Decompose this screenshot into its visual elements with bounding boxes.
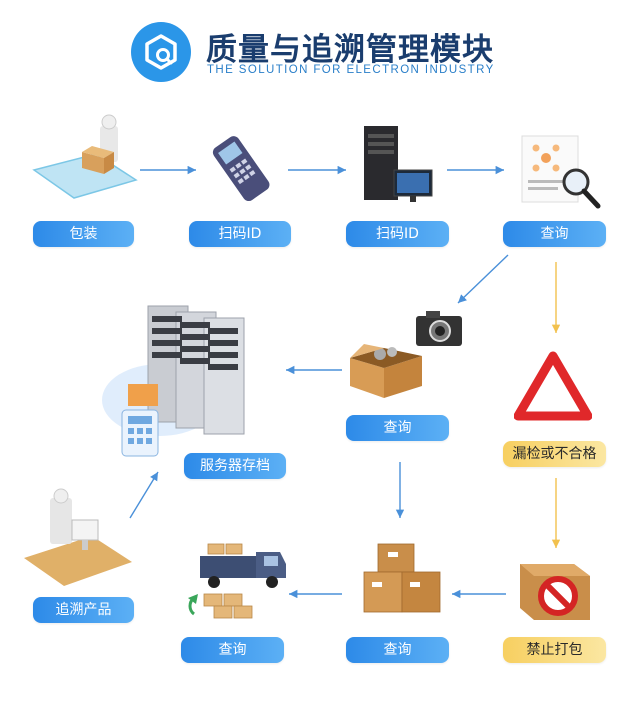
step-missing-or-unqualified: 漏检或不合格 (503, 441, 606, 467)
step-query-bottom-left: 查询 (181, 637, 284, 663)
delivery-truck-icon (180, 538, 290, 624)
forbidden-box-icon (514, 554, 596, 630)
step-trace-product: 追溯产品 (33, 597, 134, 623)
packing-worker-icon (30, 112, 140, 216)
step-forbid-pack: 禁止打包 (503, 637, 606, 663)
camera-icon (412, 306, 468, 354)
step-server-archive: 服务器存档 (184, 453, 286, 479)
arrow-trace-to-server (129, 471, 159, 519)
step-scan-id-1: 扫码ID (189, 221, 291, 247)
document-magnifier-icon (518, 132, 604, 216)
stacked-boxes-icon (360, 540, 444, 624)
step-query-mid: 查询 (346, 415, 449, 441)
arrow-query-to-mid (457, 254, 509, 304)
step-query-top: 查询 (503, 221, 606, 247)
cloud-server-icon (98, 292, 268, 466)
open-box-icon (344, 336, 428, 406)
page-subtitle: THE SOLUTION FOR ELECTRON INDUSTRY (207, 64, 495, 76)
step-scan-id-2: 扫码ID (346, 221, 449, 247)
page-title: 质量与追溯管理模块 (206, 32, 494, 68)
barcode-scanner-icon (202, 128, 282, 212)
step-query-bottom-mid: 查询 (346, 637, 449, 663)
worker-desk-icon (22, 488, 134, 596)
logo-icon (131, 22, 191, 82)
warning-triangle-icon (513, 350, 593, 426)
step-pack: 包装 (33, 221, 134, 247)
server-computer-icon (358, 122, 438, 214)
